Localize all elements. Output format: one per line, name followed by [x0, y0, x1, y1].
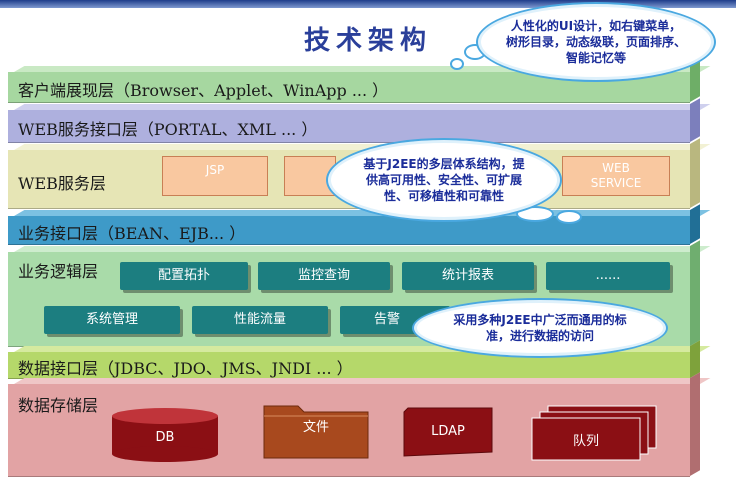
module-stat-report-label: 统计报表 — [441, 268, 494, 283]
ui-callout-cloud: 人性化的UI设计，如右键菜单，树形目录，动态级联，页面排序、智能记忆等 — [476, 2, 716, 82]
module-config-topology-label: 配置拓扑 — [157, 268, 210, 283]
db-label: DB — [155, 430, 175, 445]
standard-callout-cloud: 采用多种J2EE中广泛而通用的标准，进行数据的访问 — [412, 298, 668, 358]
db-cylinder: DB — [110, 406, 220, 464]
layer-web-interface-label: WEB服务接口层（PORTAL、XML ... ） — [18, 120, 318, 139]
ldap-label: LDAP — [431, 424, 465, 439]
db-cylinder-icon — [112, 408, 218, 462]
layer-data-interface: 数据接口层（JDBC、JDO、JMS、JNDI ... ） — [8, 340, 711, 379]
standard-callout-text: 采用多种J2EE中广泛而通用的标准，进行数据的访问 — [453, 313, 627, 343]
module-config-topology: 配置拓扑 — [120, 262, 248, 290]
module-more: ...... — [546, 262, 670, 290]
ui-cloud-puff — [450, 58, 464, 70]
layer-business-logic-label: 业务逻辑层 — [18, 262, 99, 281]
jsp-pane-label: JSP — [205, 163, 225, 177]
top-border — [0, 0, 736, 8]
j2ee-callout-text: 基于J2EE的多层体系结构，提供高可用性、安全性、可扩展性、可移植性和可靠性 — [363, 157, 525, 203]
layer-business-interface-label: 业务接口层（BEAN、EJB... ） — [18, 224, 246, 243]
layer-client-label: 客户端展现层（Browser、Applet、WinApp ... ） — [18, 81, 389, 100]
folder-icon — [263, 405, 369, 459]
file-label: 文件 — [302, 420, 329, 435]
queue-icon — [531, 405, 657, 461]
jsp-pane: JSP — [162, 156, 268, 196]
queue-label: 队列 — [572, 434, 599, 449]
module-system-management: 系统管理 — [44, 306, 180, 334]
queue-stack: 队列 — [528, 404, 660, 462]
layer-data-storage-label: 数据存储层 — [18, 396, 99, 415]
ldap-block: LDAP — [400, 404, 496, 460]
module-monitor-query: 监控查询 — [258, 262, 390, 290]
layer-web-interface: WEB服务接口层（PORTAL、XML ... ） — [8, 98, 711, 143]
web-service-pane: WEB SERVICE — [562, 156, 670, 196]
web-service-pane-label: WEB SERVICE — [590, 161, 642, 190]
module-more-label: ...... — [595, 268, 621, 283]
j2ee-cloud-puff — [556, 210, 582, 224]
module-system-management-label: 系统管理 — [85, 312, 138, 327]
ldap-box-icon — [403, 407, 493, 457]
layer-data-interface-label: 数据接口层（JDBC、JDO、JMS、JNDI ... ） — [18, 359, 353, 378]
module-performance-flow: 性能流量 — [192, 306, 328, 334]
page-title: 技术架构 — [303, 26, 432, 56]
layer-web-service-label: WEB服务层 — [18, 174, 106, 193]
layer-business-interface: 业务接口层（BEAN、EJB... ） — [8, 204, 711, 245]
ui-callout-text: 人性化的UI设计，如右键菜单，树形目录，动态级联，页面排序、智能记忆等 — [505, 19, 686, 65]
module-performance-flow-label: 性能流量 — [233, 312, 286, 327]
j2ee-callout-cloud: 基于J2EE的多层体系结构，提供高可用性、安全性、可扩展性、可移植性和可靠性 — [326, 138, 562, 222]
file-folder: 文件 — [262, 400, 370, 462]
module-monitor-query-label: 监控查询 — [297, 268, 350, 283]
module-stat-report: 统计报表 — [402, 262, 534, 290]
module-alarm-label: 告警 — [374, 312, 401, 327]
